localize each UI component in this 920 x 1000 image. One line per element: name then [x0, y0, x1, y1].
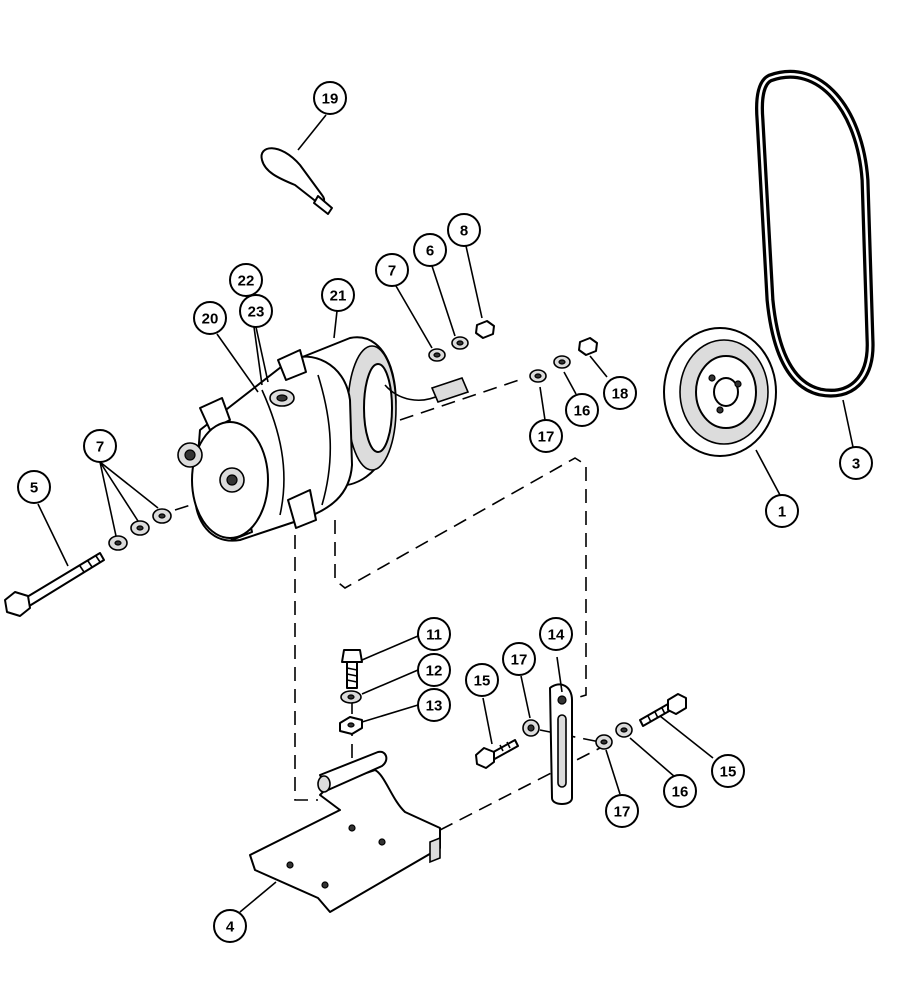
callout-14: 14 — [539, 617, 573, 651]
svg-text:12: 12 — [426, 663, 443, 680]
svg-text:7: 7 — [388, 263, 396, 280]
svg-text:7: 7 — [96, 439, 104, 456]
callout-leaders — [37, 114, 854, 913]
svg-text:17: 17 — [511, 652, 528, 669]
svg-text:13: 13 — [426, 698, 443, 715]
callout-20: 20 — [193, 301, 227, 335]
svg-text:17: 17 — [614, 804, 631, 821]
svg-text:23: 23 — [248, 304, 265, 321]
svg-text:14: 14 — [548, 627, 565, 644]
callout-12: 12 — [417, 653, 451, 687]
drive-belt-part-3 — [755, 69, 875, 398]
svg-text:22: 22 — [238, 273, 255, 290]
svg-text:21: 21 — [330, 288, 347, 305]
svg-text:1: 1 — [778, 504, 786, 521]
callout-11: 11 — [417, 617, 451, 651]
svg-text:18: 18 — [612, 386, 629, 403]
svg-text:4: 4 — [226, 919, 235, 936]
callout-17-lower: 17 — [605, 794, 639, 828]
callout-22: 22 — [229, 263, 263, 297]
pulley-part-1 — [663, 327, 777, 457]
callout-15-right: 15 — [711, 754, 745, 788]
svg-text:19: 19 — [322, 91, 339, 108]
callout-7-top: 7 — [375, 253, 409, 287]
svg-text:16: 16 — [672, 784, 689, 801]
ac-compressor-part-20 — [177, 336, 470, 542]
mounting-bracket-part-4 — [249, 750, 441, 913]
svg-text:3: 3 — [852, 456, 860, 473]
svg-text:17: 17 — [538, 429, 555, 446]
callout-21: 21 — [321, 278, 355, 312]
callout-5: 5 — [17, 470, 51, 504]
callouts: 19 22 23 20 21 7 6 8 17 16 18 1 3 7 5 11… — [17, 81, 873, 943]
svg-text:5: 5 — [30, 480, 38, 497]
callout-15-left: 15 — [465, 663, 499, 697]
cable-tie-part-19 — [260, 147, 333, 215]
callout-7-left: 7 — [83, 429, 117, 463]
svg-text:8: 8 — [460, 223, 468, 240]
upper-hardware — [428, 320, 598, 383]
svg-text:15: 15 — [474, 673, 491, 690]
callout-6: 6 — [413, 233, 447, 267]
lower-hardware — [475, 693, 687, 769]
callout-8: 8 — [447, 213, 481, 247]
callout-16-upper: 16 — [565, 393, 599, 427]
callout-17-mid: 17 — [502, 642, 536, 676]
svg-text:20: 20 — [202, 311, 219, 328]
callout-18: 18 — [603, 376, 637, 410]
callout-1: 1 — [765, 494, 799, 528]
svg-text:16: 16 — [574, 403, 591, 420]
bolt-part-11 — [339, 649, 363, 735]
callout-19: 19 — [313, 81, 347, 115]
svg-text:15: 15 — [720, 764, 737, 781]
callout-16-lower: 16 — [663, 774, 697, 808]
callout-3: 3 — [839, 446, 873, 480]
svg-text:6: 6 — [426, 243, 434, 260]
callout-23: 23 — [239, 294, 273, 328]
adjusting-strap-part-14 — [549, 683, 573, 805]
callout-4: 4 — [213, 909, 247, 943]
svg-text:11: 11 — [426, 627, 442, 644]
long-bolt-part-5 — [4, 508, 172, 617]
callout-13: 13 — [417, 688, 451, 722]
callout-17-upper: 17 — [529, 419, 563, 453]
